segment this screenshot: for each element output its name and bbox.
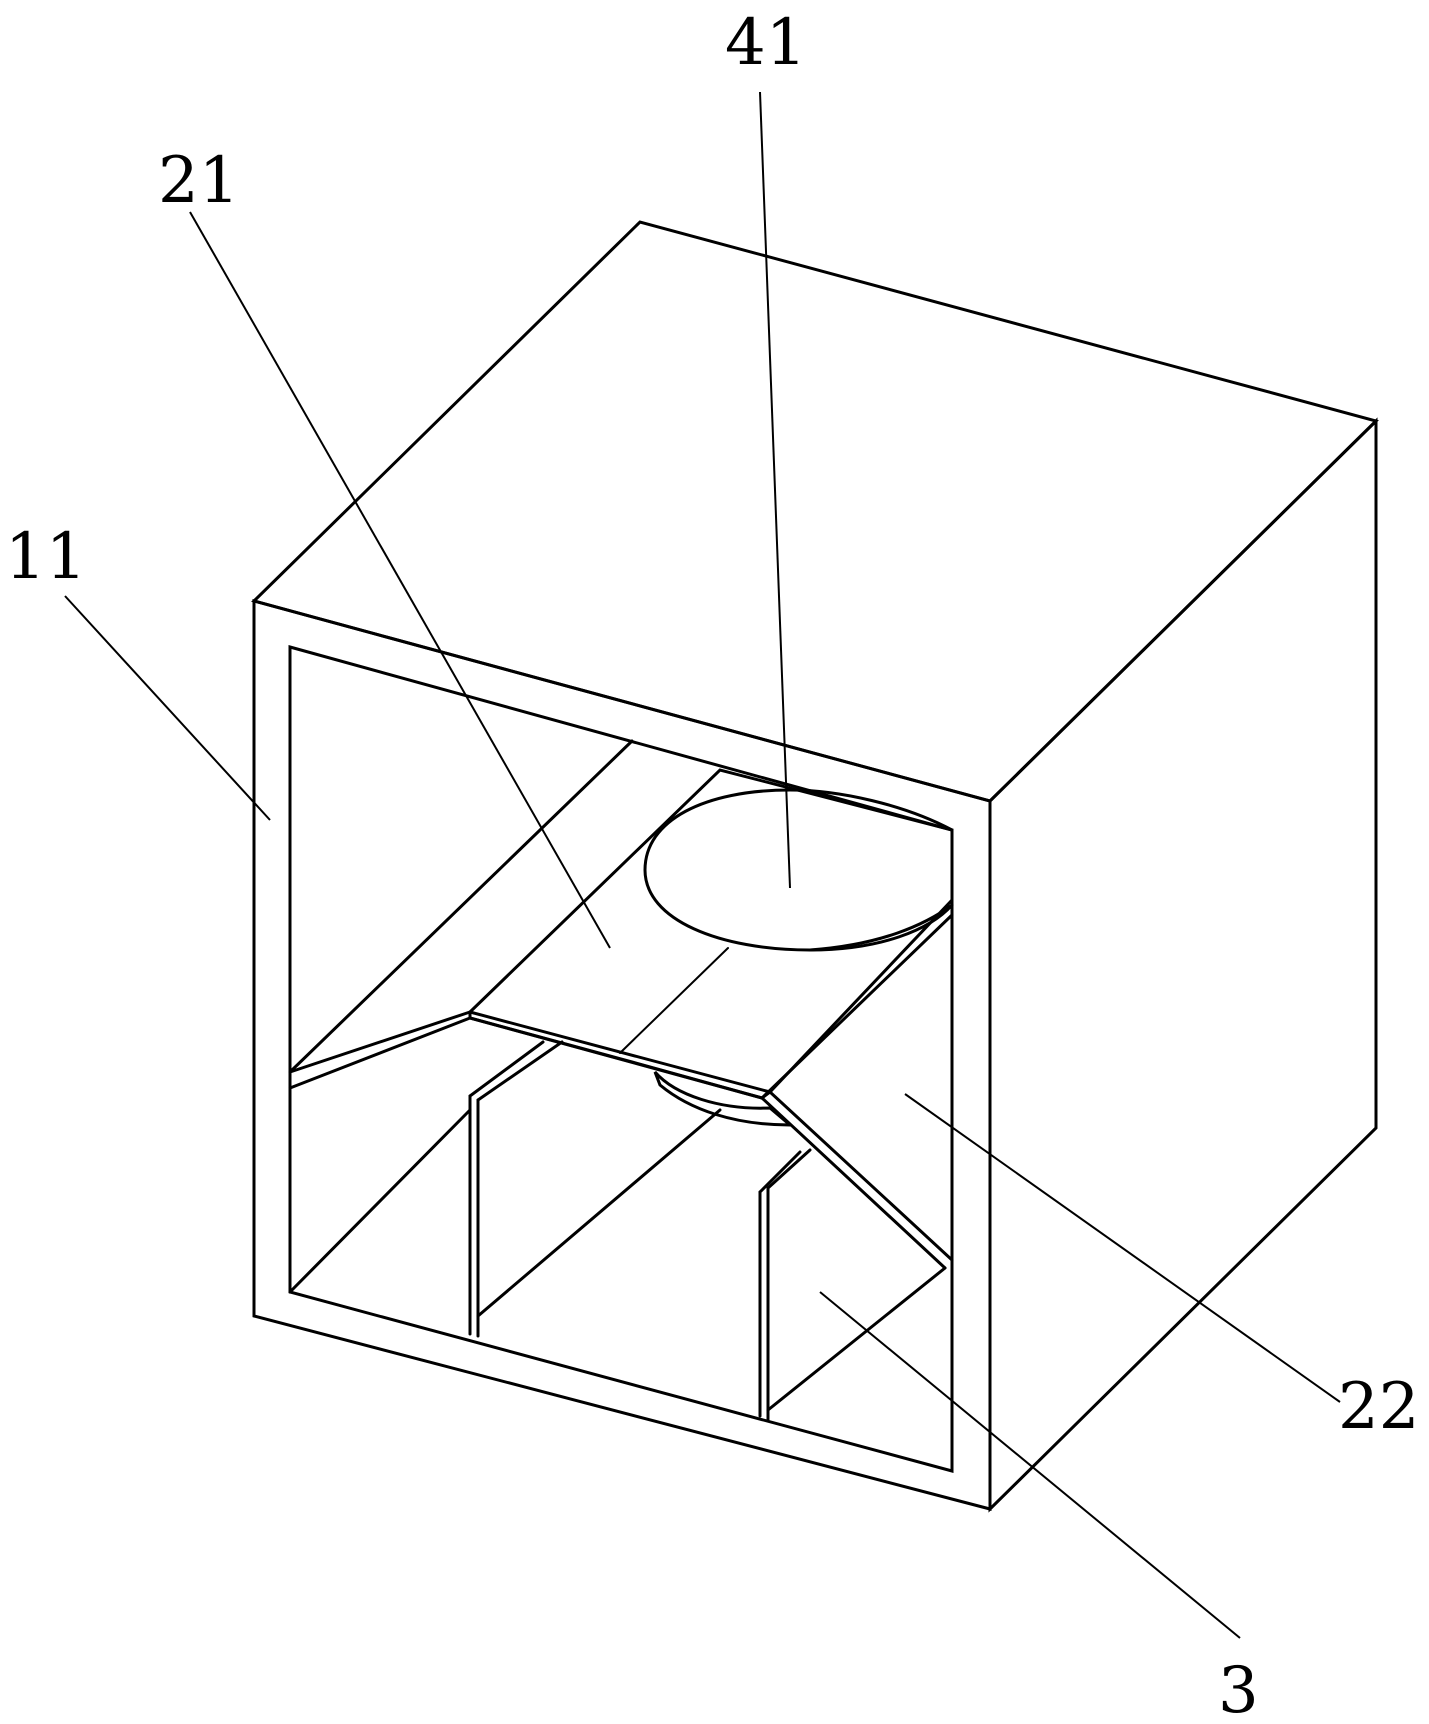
leader-22 [904, 1093, 1341, 1403]
front-face-outer [252, 599, 992, 1511]
label-11: 11 [5, 520, 86, 594]
label-3: 3 [1218, 1654, 1259, 1724]
reference-labels: 41 21 11 22 3 [5, 6, 1419, 1724]
leader-41 [759, 91, 791, 889]
deflector-panel-22 [653, 913, 954, 1270]
leader-21 [189, 211, 611, 949]
front-face-inner [288, 645, 954, 1473]
label-41: 41 [725, 6, 806, 80]
label-22: 22 [1338, 1370, 1419, 1444]
leader-lines [64, 91, 1341, 1639]
partition-3 [288, 1040, 947, 1422]
leader-11 [64, 595, 271, 821]
leader-3 [819, 1291, 1241, 1639]
opening-41 [643, 788, 954, 952]
top-face [251, 220, 1379, 803]
cabinet-outer-box [251, 220, 1379, 1513]
deflector-panel-21 [288, 739, 954, 1100]
right-face [988, 417, 1378, 1513]
label-21: 21 [158, 144, 239, 218]
